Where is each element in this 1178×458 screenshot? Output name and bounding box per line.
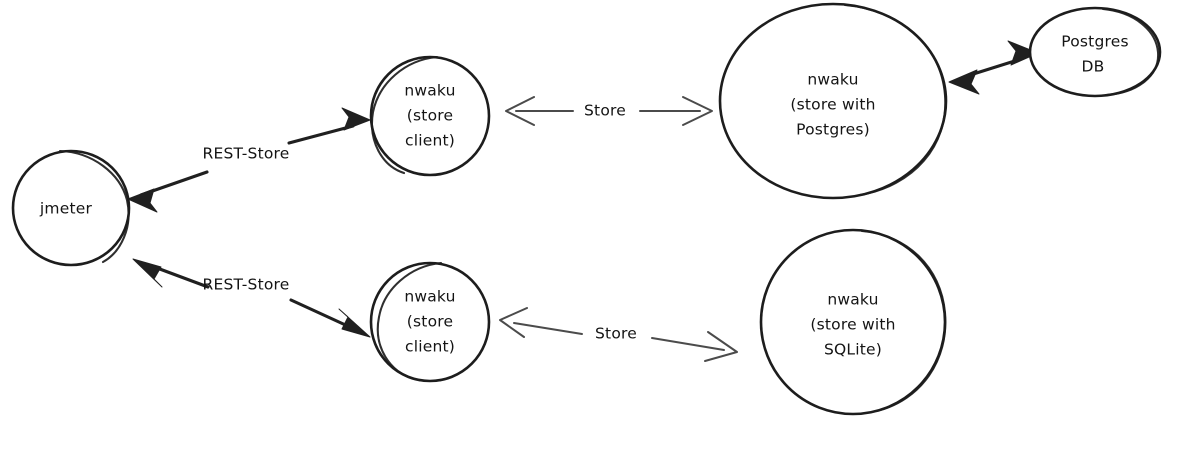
node-postgres-db-ellipse (1028, 6, 1162, 98)
edge-rest-store-bottom[interactable]: REST-Store (132, 258, 371, 338)
edge-store-bottom-arrowhead-right (704, 331, 738, 362)
node-postgres-db-sketch-stroke (1101, 7, 1160, 97)
edge-label-rest-store-top: REST-Store (202, 145, 289, 163)
edge-store-top-arrowhead-left (505, 96, 535, 126)
node-nwaku-store-client-top-label-line-3: client) (405, 132, 455, 150)
edge-rest-store-top-arrowhead-left (127, 188, 158, 213)
node-nwaku-store-client-bottom-label-line-2: (store (407, 313, 453, 331)
node-nwaku-store-client-bottom-sketch-stroke (376, 261, 443, 381)
node-nwaku-store-postgres-label-line-1: nwaku (807, 71, 858, 89)
node-jmeter-sketch-stroke (58, 149, 130, 264)
node-jmeter-label-line-1: jmeter (39, 200, 93, 218)
node-nwaku-store-postgres-sketch-stroke (843, 3, 947, 197)
node-nwaku-store-sqlite-label-line-3: SQLite) (824, 341, 882, 359)
node-nwaku-store-client-bottom[interactable]: nwaku (store client) (369, 261, 491, 383)
edge-store-bottom-line-left (513, 322, 583, 335)
node-nwaku-store-client-top-sketch-stroke (371, 55, 439, 175)
node-postgres-db-label-line-2: DB (1082, 58, 1105, 76)
node-nwaku-store-client-top-label-line-2: (store (407, 107, 453, 125)
edge-label-store-top: Store (584, 102, 626, 120)
edge-label-store-bottom: Store (595, 325, 637, 343)
node-nwaku-store-client-top-label-line-1: nwaku (404, 82, 455, 100)
node-jmeter[interactable]: jmeter (11, 149, 131, 267)
edge-rest-store-top-arrowhead-right (341, 107, 371, 131)
edge-rest-store-top[interactable]: REST-Store (127, 107, 371, 213)
node-nwaku-store-client-top[interactable]: nwaku (store client) (369, 55, 491, 177)
node-nwaku-store-client-bottom-circle (369, 261, 491, 383)
edge-store-bottom-arrowhead-left (499, 307, 528, 338)
edge-postgres-db[interactable] (948, 40, 1039, 95)
edge-store-top[interactable]: Store (505, 96, 713, 126)
node-nwaku-store-sqlite-sketch-stroke (860, 229, 947, 413)
edge-store-top-arrowhead-right (682, 96, 713, 126)
edge-rest-store-bottom-line-right (289, 298, 354, 330)
node-postgres-db-label-line-1: Postgres (1061, 33, 1129, 51)
node-nwaku-store-sqlite[interactable]: nwaku (store with SQLite) (759, 228, 947, 416)
edge-store-bottom-line-right (651, 337, 725, 351)
edge-postgres-db-arrowhead-right (1007, 40, 1039, 66)
node-nwaku-store-postgres-label-line-3: Postgres) (796, 121, 870, 139)
edge-store-bottom[interactable]: Store (499, 307, 738, 362)
edge-rest-store-bottom-arrowhead-right (338, 308, 371, 338)
node-nwaku-store-client-bottom-label-line-1: nwaku (404, 288, 455, 306)
node-nwaku-store-sqlite-label-line-2: (store with (810, 316, 895, 334)
edge-rest-store-bottom-arrowhead-left (132, 258, 163, 288)
node-nwaku-store-postgres[interactable]: nwaku (store with Postgres) (718, 2, 948, 200)
node-nwaku-store-sqlite-label-line-1: nwaku (827, 291, 878, 309)
edge-label-rest-store-bottom: REST-Store (202, 276, 289, 294)
edge-rest-store-top-line-right (287, 124, 355, 145)
node-nwaku-store-postgres-label-line-2: (store with (790, 96, 875, 114)
edge-postgres-db-arrowhead-left (948, 69, 980, 95)
node-postgres-db[interactable]: Postgres DB (1028, 6, 1162, 98)
node-nwaku-store-client-bottom-label-line-3: client) (405, 338, 455, 356)
